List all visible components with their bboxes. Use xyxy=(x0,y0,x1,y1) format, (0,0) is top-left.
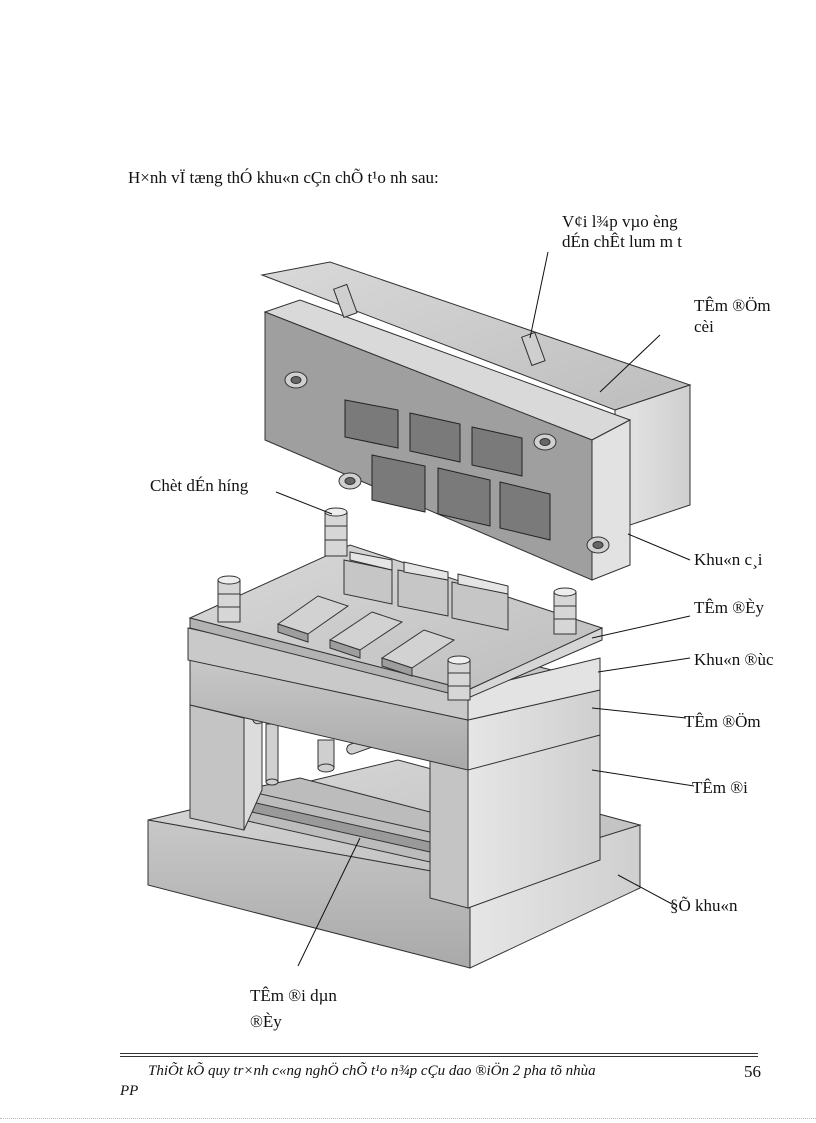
label-core-plate: Khu«n ®ùc xyxy=(694,650,774,669)
footer-rule-top xyxy=(120,1053,758,1054)
stripper-plate xyxy=(188,544,604,699)
page-edge-divider xyxy=(0,1118,816,1120)
label-ejector-plate-line2: ®Èy xyxy=(250,1012,282,1031)
label-base-plate: §Õ khu«n xyxy=(670,896,738,915)
sprue-nipples xyxy=(332,283,546,367)
label-stripper-plate: TÊm ®Èy xyxy=(694,598,765,617)
label-top-clamp-line2: cèi xyxy=(694,317,714,336)
guide-bushings xyxy=(284,371,610,554)
label-sprue-bush-line2: dÉn chÊt lum m t xyxy=(562,232,682,251)
spacer-blocks xyxy=(189,704,601,909)
page-number: 56 xyxy=(744,1062,761,1081)
footer-rule-bottom xyxy=(120,1056,758,1057)
label-cavity-plate: Khu«n c¸i xyxy=(694,550,763,569)
figure-caption: H×nh vÏ tæng thÓ khu«n cÇn chÕ t¹o nh sa… xyxy=(128,168,439,187)
footer-title-line2: PP xyxy=(120,1083,139,1099)
label-spacer-block: TÊm ®i xyxy=(692,778,748,797)
guide-pillars xyxy=(217,507,577,701)
label-support-plate: TÊm ®Öm xyxy=(684,712,761,731)
label-ejector-plate-line1: TÊm ®i dµn xyxy=(250,986,337,1005)
label-sprue-bush-line1: V¢i l¾p vµo èng xyxy=(562,212,678,231)
top-clamp-plate xyxy=(260,261,692,531)
cavity-pockets xyxy=(344,399,551,541)
footer-title-line1: ThiÕt kÕ quy tr×nh c«ng nghÖ chÕ t¹o n¾p… xyxy=(148,1063,596,1079)
core-inserts xyxy=(276,551,509,677)
label-guide-pin: Chèt dÉn h­íng xyxy=(150,476,249,495)
leader-lines xyxy=(275,251,695,967)
label-top-clamp-line1: TÊm ®Öm xyxy=(694,296,771,315)
